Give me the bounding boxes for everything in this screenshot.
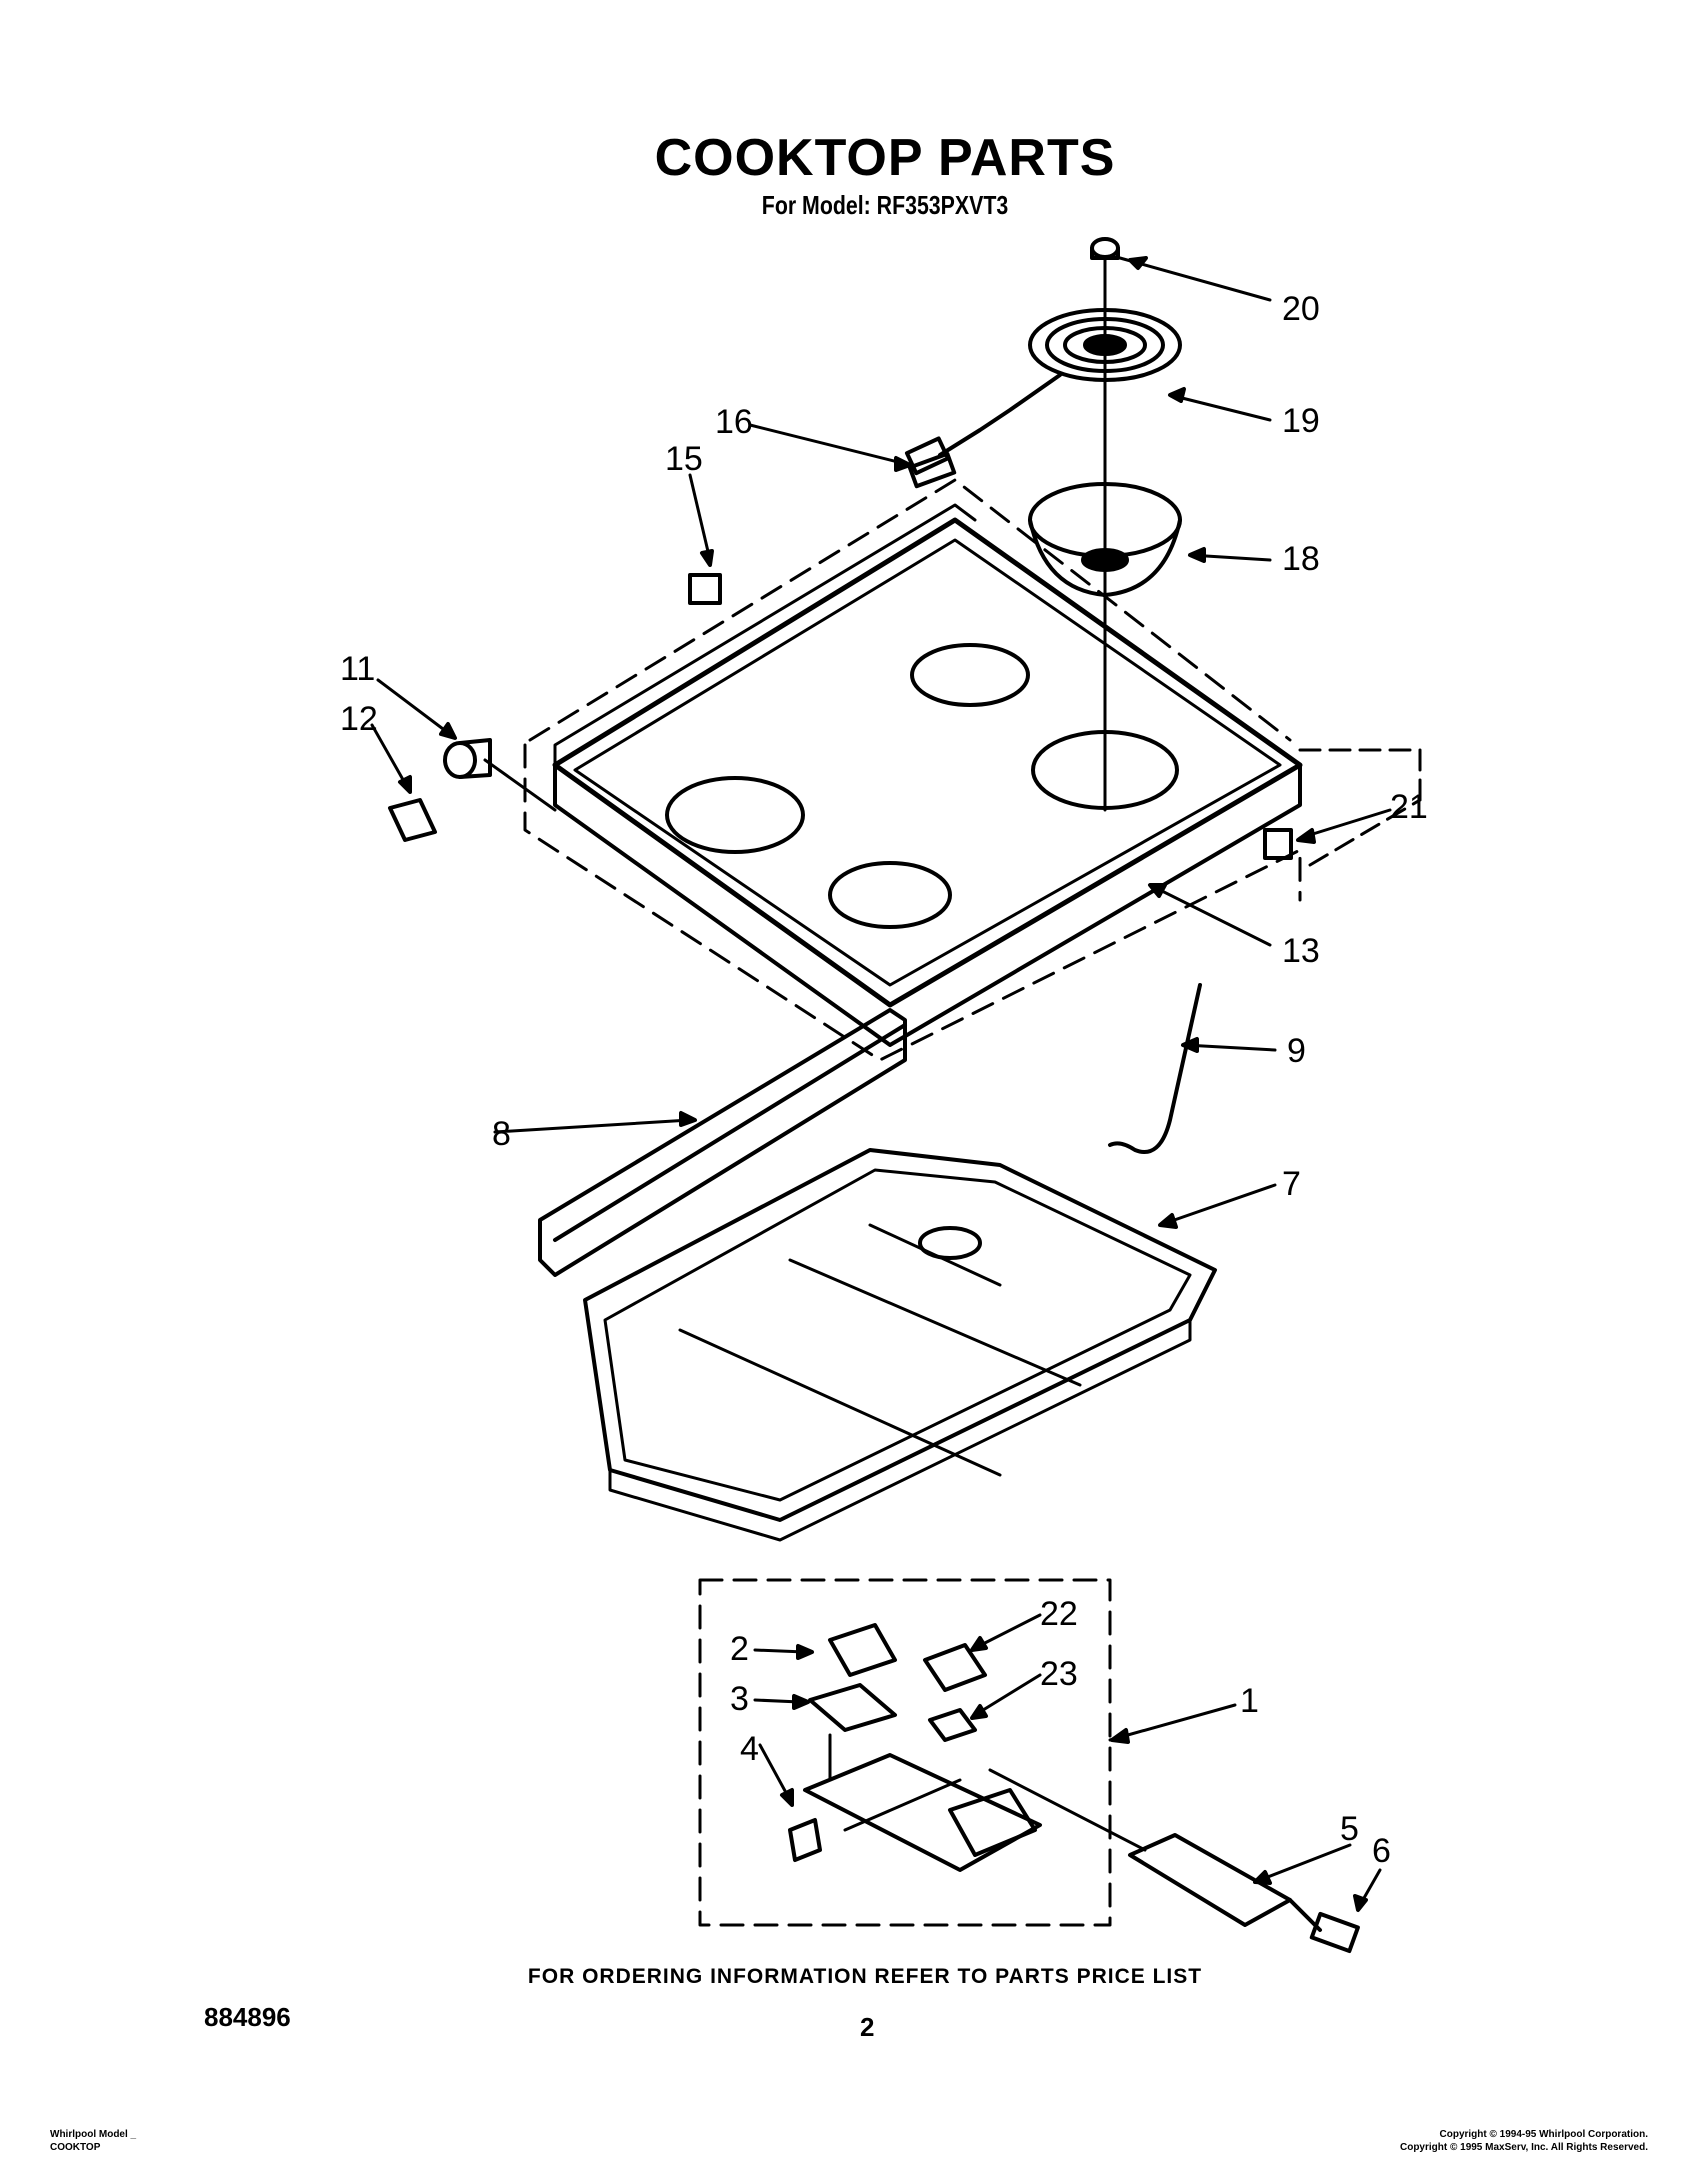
part-23-insulator (928, 1673, 1042, 1742)
part-22-switch (923, 1613, 1042, 1692)
part-2-switch (753, 1623, 897, 1677)
part-label-15: 15 (665, 440, 703, 478)
copyright-line2: Copyright © 1995 MaxServ, Inc. All Right… (1399, 2142, 1648, 2153)
part-7-burner-box (583, 1148, 1277, 1542)
burner-opening-small-front (828, 861, 952, 929)
part-label-22: 22 (1040, 1595, 1078, 1633)
part-label-7: 7 (1282, 1165, 1301, 1203)
part-label-8: 8 (492, 1115, 511, 1153)
footer-left: Whirlpool Model _ COOKTOP (50, 2128, 136, 2154)
part-19-surface-element (904, 308, 1272, 476)
part-label-12: 12 (340, 700, 378, 738)
cooktop-panel (523, 478, 1422, 1062)
part-13-leader (1148, 883, 1272, 947)
part-15-clip (688, 473, 722, 605)
part-label-21: 21 (1390, 788, 1428, 826)
part-label-6: 6 (1372, 1832, 1391, 1870)
document-number: 884896 (204, 2002, 291, 2032)
part-label-1: 1 (1240, 1682, 1259, 1720)
part-label-9: 9 (1287, 1032, 1306, 1070)
ordering-note: FOR ORDERING INFORMATION REFER TO PARTS … (527, 1965, 1203, 1988)
part-label-19: 19 (1282, 402, 1320, 440)
part-label-23: 23 (1040, 1655, 1078, 1693)
part-20-cap (1090, 237, 1272, 302)
footer-left-line2: COOKTOP (50, 2142, 101, 2153)
footer-right: Copyright © 1994-95 Whirlpool Corporatio… (1400, 2128, 1648, 2154)
part-label-20: 20 (1282, 290, 1320, 328)
part-3-insulator (753, 1683, 897, 1732)
part-label-18: 18 (1282, 540, 1320, 578)
part-16-terminal-block (748, 423, 957, 489)
part-label-5: 5 (1340, 1810, 1359, 1848)
part-9-rod (1108, 983, 1277, 1154)
part-21-receptacle (1263, 808, 1392, 860)
part-label-13: 13 (1282, 932, 1320, 970)
part-18-drip-bowl (1028, 482, 1272, 597)
part-11-receptacle (376, 678, 557, 812)
part-label-3: 3 (730, 1680, 749, 1718)
part-label-2: 2 (730, 1630, 749, 1668)
model-subtitle: For Model: RF353PXVT3 (761, 190, 1009, 220)
burner-opening-small-rear (910, 643, 1030, 707)
part-label-4: 4 (740, 1730, 759, 1768)
part-12-bracket (370, 723, 437, 842)
part-label-16: 16 (715, 403, 753, 441)
part-4-bracket (758, 1743, 822, 1862)
part-label-11: 11 (340, 650, 375, 688)
part-5-wire-harness (988, 1768, 1352, 1927)
part-8-trim-strip (493, 1008, 907, 1277)
copyright-line1: Copyright © 1994-95 Whirlpool Corporatio… (1439, 2129, 1649, 2140)
footer-left-line1: Whirlpool Model _ (50, 2129, 137, 2140)
page-number: 2 (860, 2012, 875, 2042)
part-1-control-assembly-boundary (698, 1578, 1112, 1927)
page-title: COOKTOP PARTS (654, 129, 1116, 187)
burner-opening-large-front (665, 776, 805, 854)
control-plate (803, 1733, 1042, 1872)
part-6-connector (1288, 1868, 1382, 1954)
